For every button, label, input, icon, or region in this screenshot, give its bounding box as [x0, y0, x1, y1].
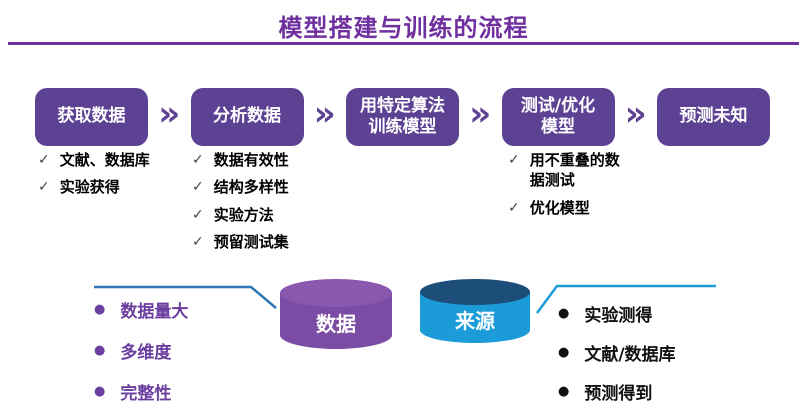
- check-icon: ✓: [192, 233, 204, 250]
- flow-step-analyze-data: 分析数据: [190, 88, 304, 146]
- checklist-analyze-data: ✓ 数据有效性 ✓ 结构多样性 ✓ 实验方法 ✓ 预留测试集: [192, 150, 289, 259]
- bullet-item-label: 多维度: [120, 343, 172, 363]
- bullet-icon: ●: [94, 302, 106, 317]
- check-icon: ✓: [38, 152, 50, 168]
- chevron-right-icon: »: [313, 94, 336, 134]
- bullet-item-label: 数据量大: [120, 302, 189, 322]
- bullet-icon: ●: [558, 306, 570, 321]
- list-item: ● 文献/数据库: [558, 340, 676, 365]
- list-item: ✓ 数据有效性: [192, 150, 289, 170]
- flow-step-acquire-data: 获取数据: [35, 88, 148, 146]
- bullet-icon: ●: [94, 343, 106, 358]
- check-item-label: 结构多样性: [213, 178, 289, 197]
- data-bullet-list: ● 数据量大 ● 多维度 ● 完整性: [94, 297, 188, 420]
- list-item: ✓ 优化模型: [508, 198, 626, 218]
- flow-step-predict-unknown: 预测未知: [657, 88, 770, 146]
- bullet-item-label: 实验测得: [584, 306, 653, 326]
- bullet-item-label: 文献/数据库: [584, 345, 676, 365]
- process-flow: 获取数据 » 分析数据 » 用特定算法 训练模型 » 测试/优化 模型 » 预测…: [35, 88, 770, 146]
- check-icon: ✓: [192, 152, 204, 168]
- list-item: ● 完整性: [94, 379, 188, 404]
- data-cylinder: 数据: [280, 279, 392, 349]
- flow-step-train-model: 用特定算法 训练模型: [346, 88, 459, 146]
- source-cylinder-label: 来源: [455, 309, 495, 333]
- list-item: ● 实验测得: [558, 301, 676, 326]
- bullet-icon: ●: [558, 345, 570, 360]
- source-bullet-list: ● 实验测得 ● 文献/数据库 ● 预测得到: [558, 301, 676, 418]
- bullet-icon: ●: [558, 384, 570, 399]
- check-item-label: 实验获得: [59, 178, 120, 197]
- check-icon: ✓: [508, 199, 520, 216]
- list-item: ● 多维度: [94, 338, 188, 363]
- page-title: 模型搭建与训练的流程: [278, 14, 529, 42]
- list-item: ✓ 文献、数据库: [38, 150, 150, 170]
- list-item: ✓ 预留测试集: [192, 232, 289, 252]
- check-icon: ✓: [192, 206, 204, 223]
- check-item-label: 数据有效性: [213, 151, 289, 169]
- source-cylinder: 来源: [420, 279, 530, 343]
- list-item: ● 预测得到: [558, 379, 676, 404]
- bullet-item-label: 预测得到: [584, 384, 653, 404]
- bullet-icon: ●: [94, 384, 106, 399]
- title-underline: [8, 42, 799, 45]
- check-icon: ✓: [38, 179, 50, 196]
- chevron-right-icon: »: [624, 94, 647, 134]
- chevron-right-icon: »: [469, 94, 492, 134]
- check-item-label: 用不重叠的数据测试: [529, 151, 620, 190]
- checklist-test-optimize: ✓ 用不重叠的数据测试 ✓ 优化模型: [508, 150, 626, 225]
- flow-step-test-optimize: 测试/优化 模型: [501, 88, 615, 146]
- list-item: ✓ 实验获得: [38, 177, 150, 197]
- checklist-acquire-data: ✓ 文献、数据库 ✓ 实验获得: [38, 150, 150, 205]
- chevron-right-icon: »: [158, 94, 181, 134]
- list-item: ✓ 用不重叠的数据测试: [508, 150, 626, 191]
- cylinder-shape: [420, 279, 530, 343]
- list-item: ✓ 结构多样性: [192, 177, 289, 197]
- check-item-label: 预留测试集: [213, 232, 289, 251]
- check-item-label: 实验方法: [213, 205, 274, 224]
- check-icon: ✓: [192, 179, 204, 196]
- bullet-item-label: 完整性: [120, 384, 172, 404]
- list-item: ✓ 实验方法: [192, 205, 289, 225]
- check-item-label: 优化模型: [529, 198, 590, 217]
- data-cylinder-label: 数据: [316, 312, 356, 336]
- check-icon: ✓: [508, 152, 520, 168]
- check-item-label: 文献、数据库: [59, 151, 150, 169]
- cylinder-shape: [280, 279, 392, 349]
- list-item: ● 数据量大: [94, 297, 188, 322]
